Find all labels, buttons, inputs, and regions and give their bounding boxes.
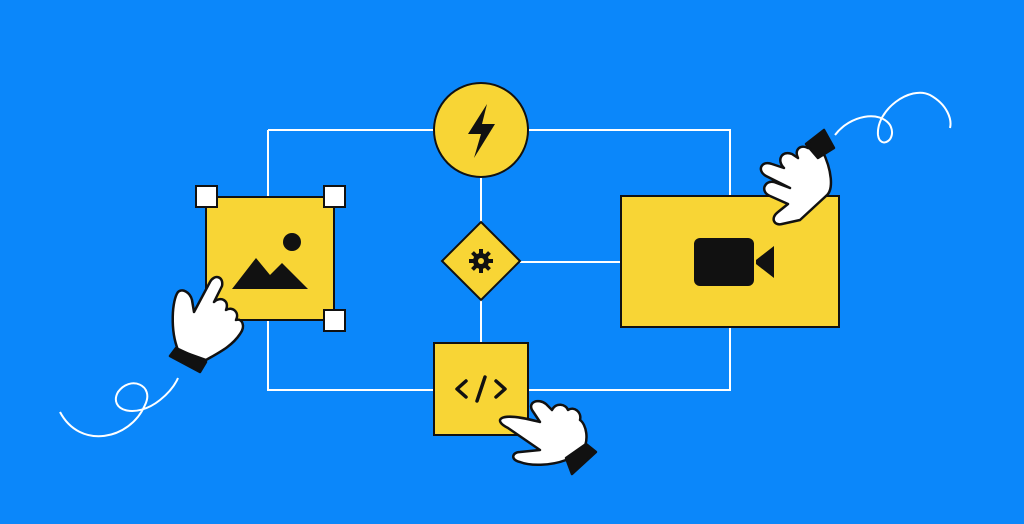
image-icon: [232, 233, 308, 289]
squiggle-right: [834, 91, 952, 144]
resize-handle[interactable]: [195, 185, 346, 332]
settings-node[interactable]: [440, 220, 522, 302]
video-card[interactable]: [620, 195, 840, 328]
gear-icon: [469, 249, 493, 273]
video-camera-icon: [694, 238, 774, 286]
lightning-node[interactable]: [433, 82, 529, 178]
code-node[interactable]: [433, 342, 529, 436]
image-card[interactable]: [195, 185, 346, 332]
lightning-icon: [468, 104, 495, 158]
squiggle-left: [59, 377, 179, 438]
code-icon: [455, 375, 507, 403]
pointing-hand-icon: [168, 128, 836, 476]
